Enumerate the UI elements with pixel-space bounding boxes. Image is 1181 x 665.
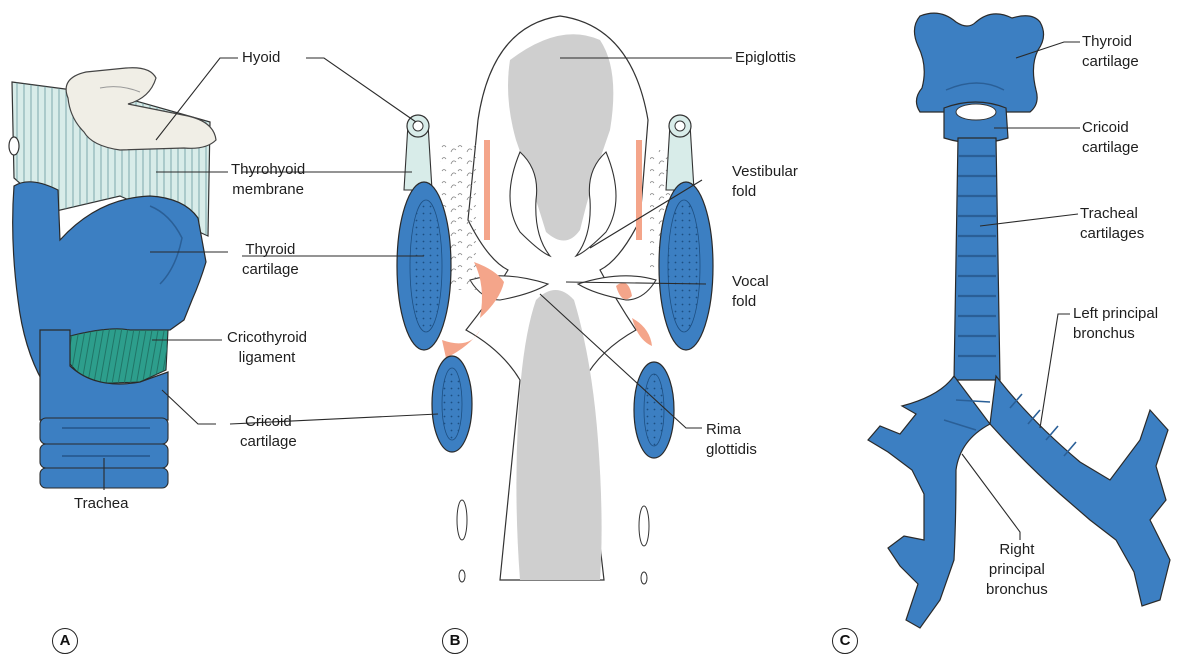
label-b-vestibular-fold: Vestibular fold <box>732 162 798 202</box>
label-c-right-principal-bronchus: Right principal bronchus <box>986 540 1048 600</box>
panel-letter-a: A <box>52 628 78 654</box>
label-c-cricoid-cartilage: Cricoid cartilage <box>1082 118 1139 158</box>
label-a-thyroid-cartilage: Thyroid cartilage <box>242 240 299 280</box>
panel-b-coronal-section <box>397 16 713 584</box>
label-a-thyrohyoid-membrane: Thyrohyoid membrane <box>231 160 305 200</box>
label-b-vocal-fold: Vocal fold <box>732 272 769 312</box>
label-c-left-principal-bronchus: Left principal bronchus <box>1073 304 1158 344</box>
label-c-tracheal-cartilages: Tracheal cartilages <box>1080 204 1144 244</box>
panel-letter-c: C <box>832 628 858 654</box>
thyroid-cartilage-shape <box>914 13 1043 112</box>
label-a-trachea: Trachea <box>74 494 128 514</box>
label-b-rima-glottidis: Rima glottidis <box>706 420 757 460</box>
hyoid-bone-shape <box>66 68 216 150</box>
label-a-cricoid-cartilage: Cricoid cartilage <box>240 412 297 452</box>
label-a-cricothyroid-ligament: Cricothyroid ligament <box>227 328 307 368</box>
panel-a-larynx <box>9 68 216 488</box>
label-a-hyoid: Hyoid <box>242 48 280 68</box>
tracheal-cartilages-shape <box>954 138 1000 380</box>
label-b-epiglottis: Epiglottis <box>735 48 796 68</box>
panel-letter-b: B <box>442 628 468 654</box>
right-principal-bronchus-shape <box>868 376 990 628</box>
label-c-thyroid-cartilage: Thyroid cartilage <box>1082 32 1139 72</box>
